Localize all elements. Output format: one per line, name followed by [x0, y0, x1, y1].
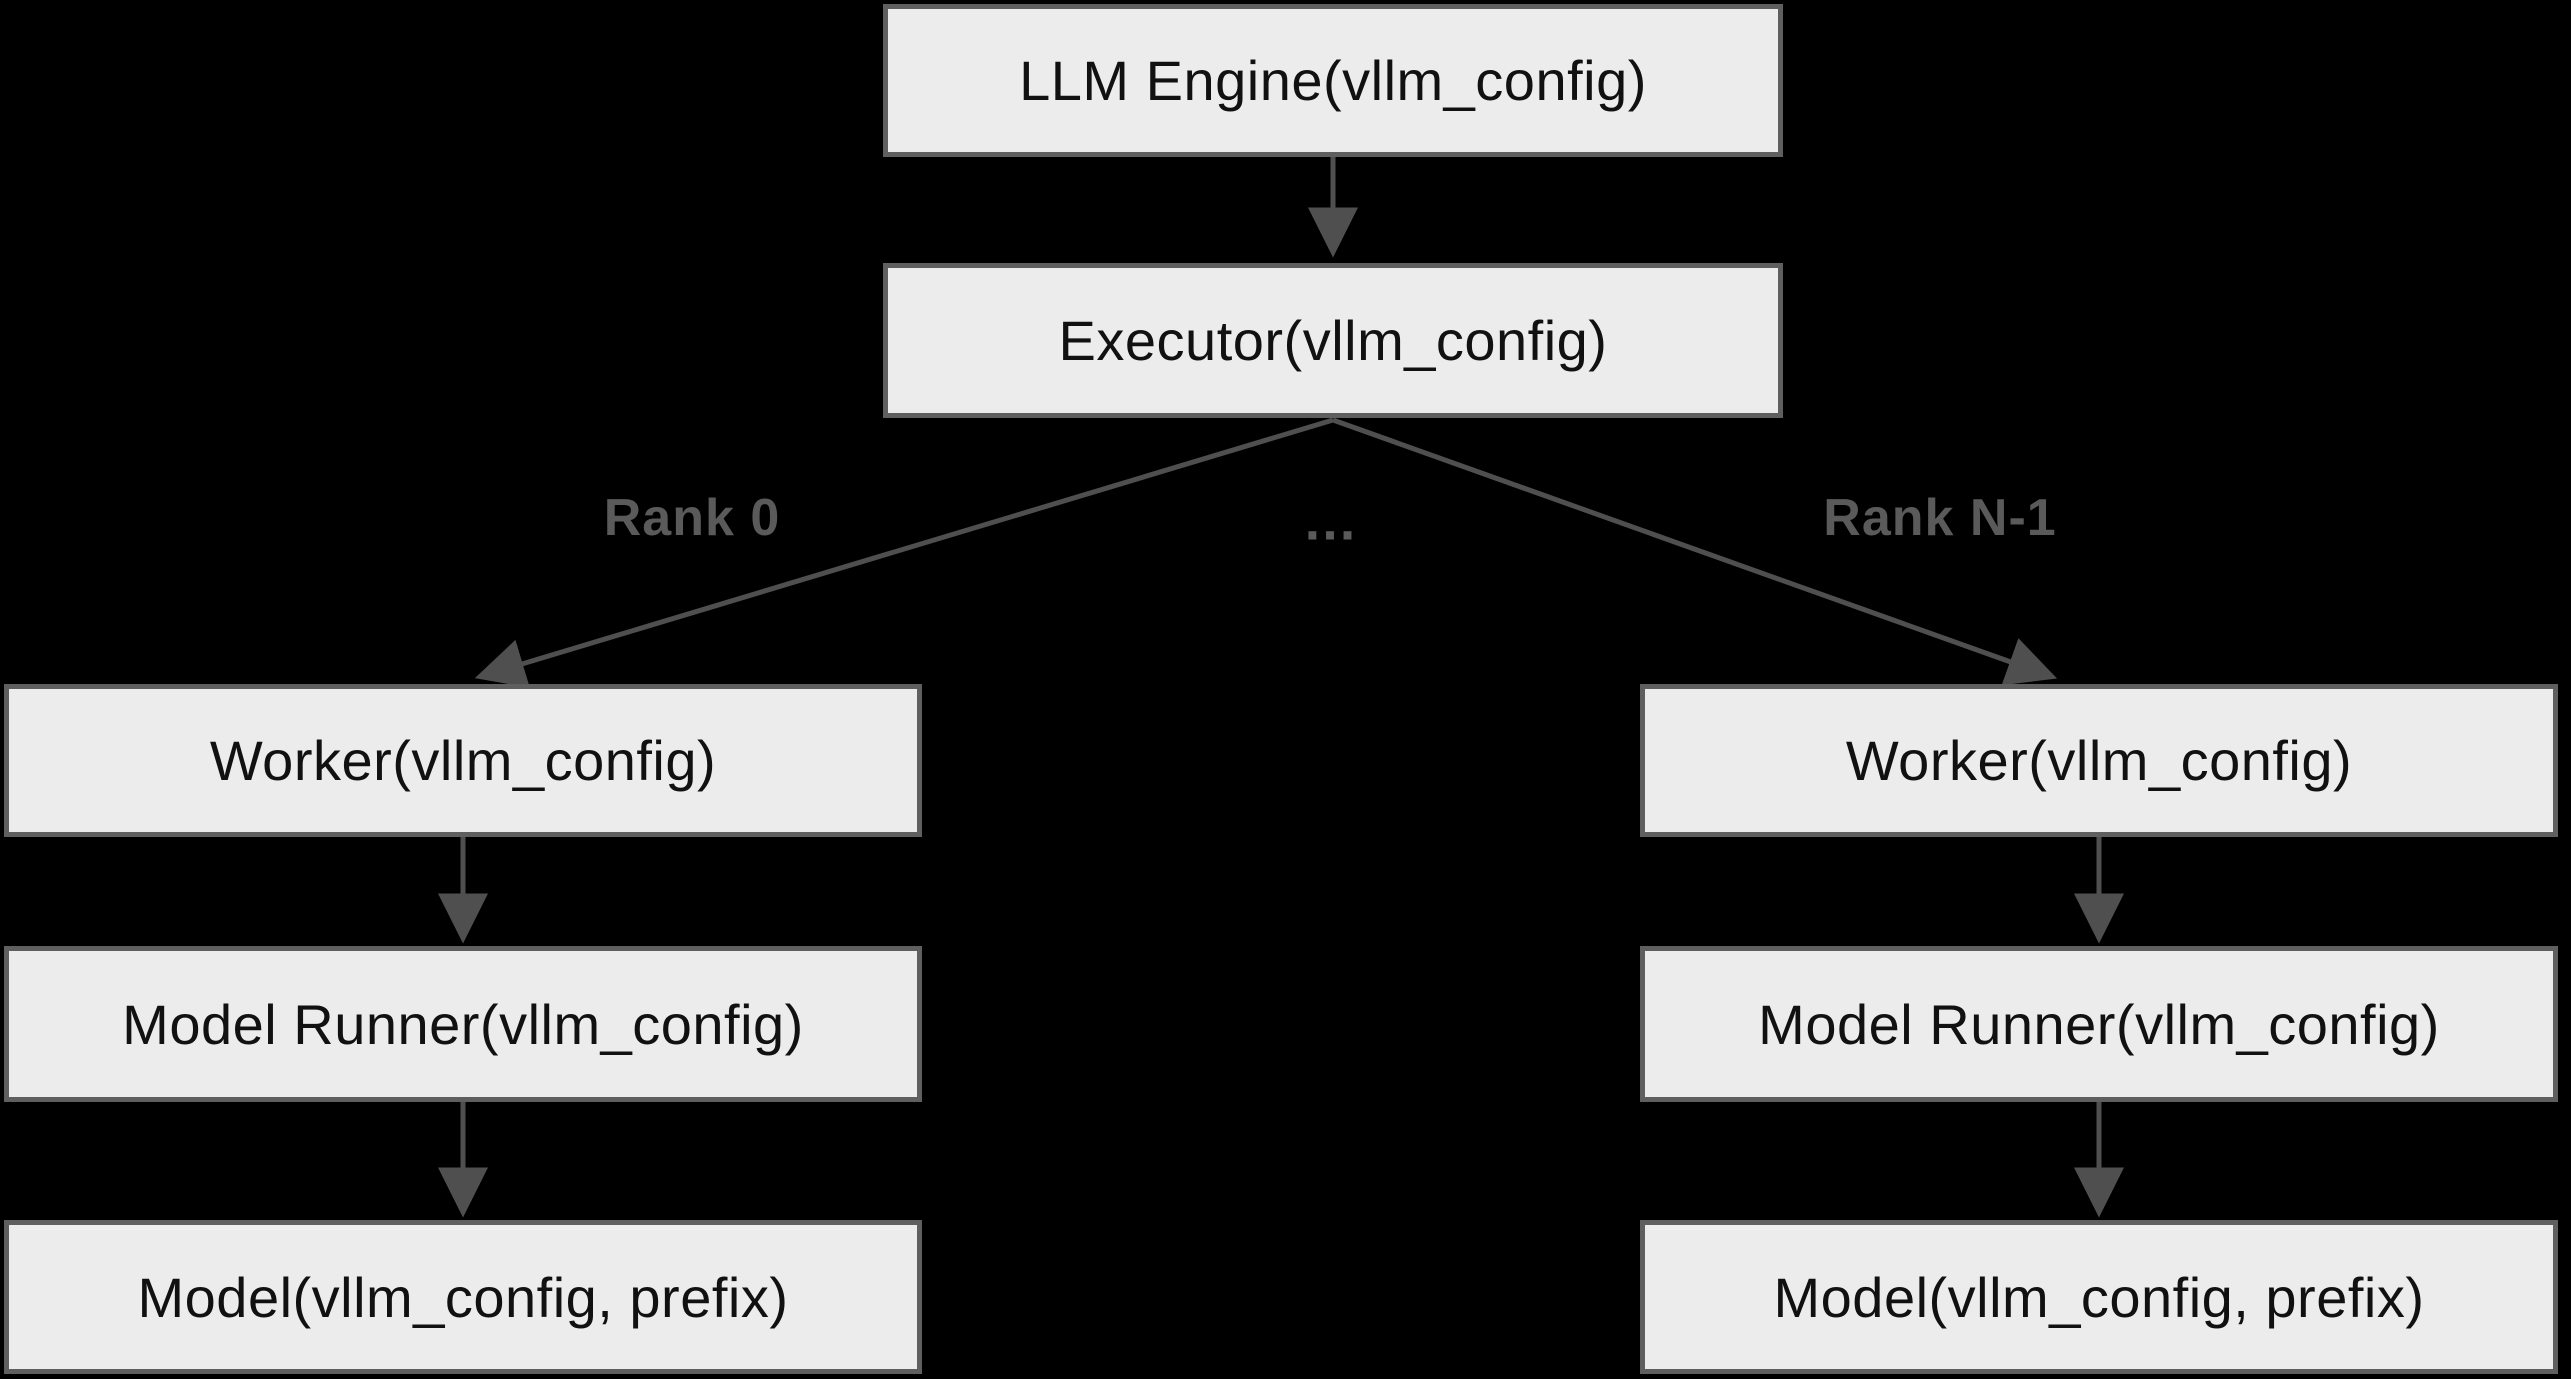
node-model-runner-right: Model Runner(vllm_config) — [1640, 946, 2558, 1102]
edge-label-ellipsis: ... — [1304, 488, 1358, 552]
edge-executor-worker-left — [474, 417, 1334, 688]
node-worker-right-label: Worker(vllm_config) — [1845, 729, 2353, 792]
edge-label-rank-0: Rank 0 — [603, 489, 781, 547]
node-executor: Executor(vllm_config) — [883, 263, 1783, 418]
node-model-right-label: Model(vllm_config, prefix) — [1773, 1265, 2425, 1329]
node-llm-engine-label: LLM Engine(vllm_config) — [1019, 49, 1647, 112]
node-model-right: Model(vllm_config, prefix) — [1640, 1220, 2558, 1374]
node-model-left: Model(vllm_config, prefix) — [4, 1220, 922, 1374]
node-worker-left-label: Worker(vllm_config) — [209, 729, 717, 792]
node-model-runner-right-label: Model Runner(vllm_config) — [1758, 992, 2440, 1056]
node-model-runner-left-label: Model Runner(vllm_config) — [122, 992, 804, 1056]
node-worker-right: Worker(vllm_config) — [1640, 684, 2558, 837]
node-worker-left: Worker(vllm_config) — [4, 684, 922, 837]
node-model-runner-left: Model Runner(vllm_config) — [4, 946, 922, 1102]
node-llm-engine: LLM Engine(vllm_config) — [883, 4, 1783, 157]
node-model-left-label: Model(vllm_config, prefix) — [137, 1265, 789, 1329]
node-executor-label: Executor(vllm_config) — [1058, 309, 1608, 372]
edge-label-rank-n-1: Rank N-1 — [1823, 489, 2057, 547]
edge-executor-worker-right — [1332, 417, 2058, 686]
